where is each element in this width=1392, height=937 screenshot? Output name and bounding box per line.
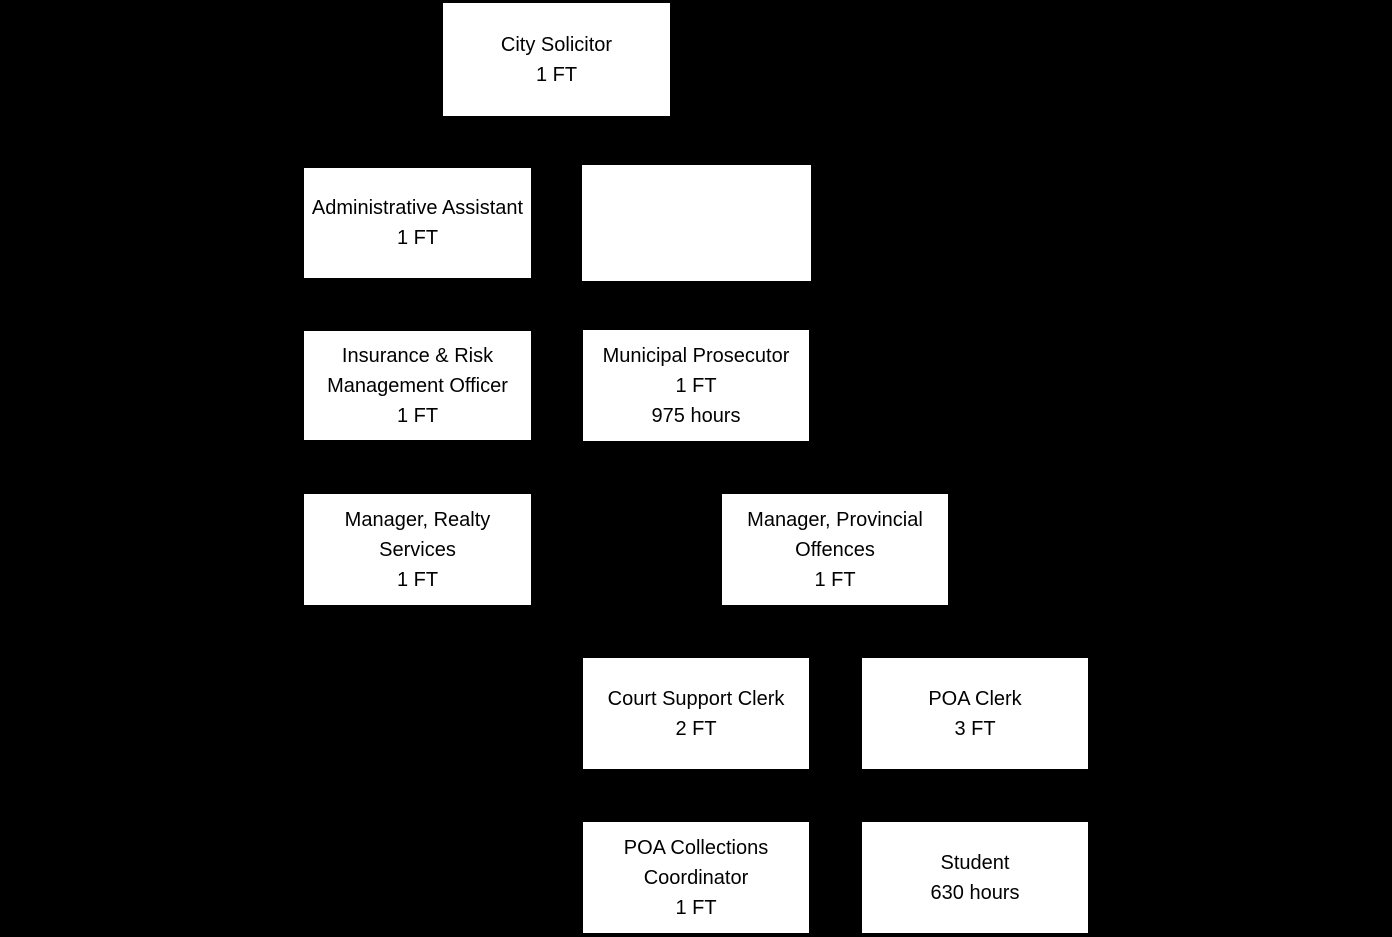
- position-staff: 1 FT: [814, 568, 856, 591]
- position-staff: 1 FT: [535, 63, 578, 86]
- org-box-administrative-assistant: Administrative Assistant 1 FT: [304, 168, 531, 278]
- position-staff: 1 FT: [396, 227, 439, 249]
- org-box-municipal-prosecutor: Municipal Prosecutor 1 FT 975 hours: [583, 330, 809, 441]
- position-title: Administrative Assistant: [311, 197, 524, 219]
- org-box-blank: [582, 165, 811, 281]
- position-staff: 3 FT: [954, 717, 996, 740]
- position-staff: 1 FT: [675, 896, 717, 919]
- org-box-city-solicitor: City Solicitor 1 FT: [443, 3, 670, 116]
- org-box-student: Student 630 hours: [862, 822, 1088, 933]
- org-box-poa-clerk: POA Clerk 3 FT: [862, 658, 1088, 769]
- position-title: Student: [940, 851, 1010, 874]
- position-title: POA Collections Coordinator: [623, 836, 769, 889]
- position-staff: 1 FT: [396, 404, 439, 427]
- position-hours: 630 hours: [930, 881, 1020, 904]
- position-title: Court Support Clerk: [607, 687, 785, 710]
- org-box-manager-provincial-offences: Manager, Provincial Offences 1 FT: [722, 494, 948, 605]
- position-title: City Solicitor: [500, 33, 613, 56]
- position-title: POA Clerk: [928, 687, 1022, 710]
- position-title: Manager, Provincial Offences: [747, 508, 923, 561]
- position-title: Manager, Realty Services: [344, 508, 491, 561]
- position-title: Insurance & Risk Management Officer: [327, 344, 508, 397]
- position-title: Municipal Prosecutor: [602, 344, 790, 367]
- org-box-insurance-risk-management-officer: Insurance & Risk Management Officer 1 FT: [304, 331, 531, 440]
- position-hours: 975 hours: [651, 404, 741, 427]
- org-box-court-support-clerk: Court Support Clerk 2 FT: [583, 658, 809, 769]
- position-staff: 2 FT: [675, 717, 717, 740]
- org-box-manager-realty-services: Manager, Realty Services 1 FT: [304, 494, 531, 605]
- position-staff: 1 FT: [396, 568, 439, 591]
- position-staff: 1 FT: [675, 374, 717, 397]
- org-box-poa-collections-coordinator: POA Collections Coordinator 1 FT: [583, 822, 809, 933]
